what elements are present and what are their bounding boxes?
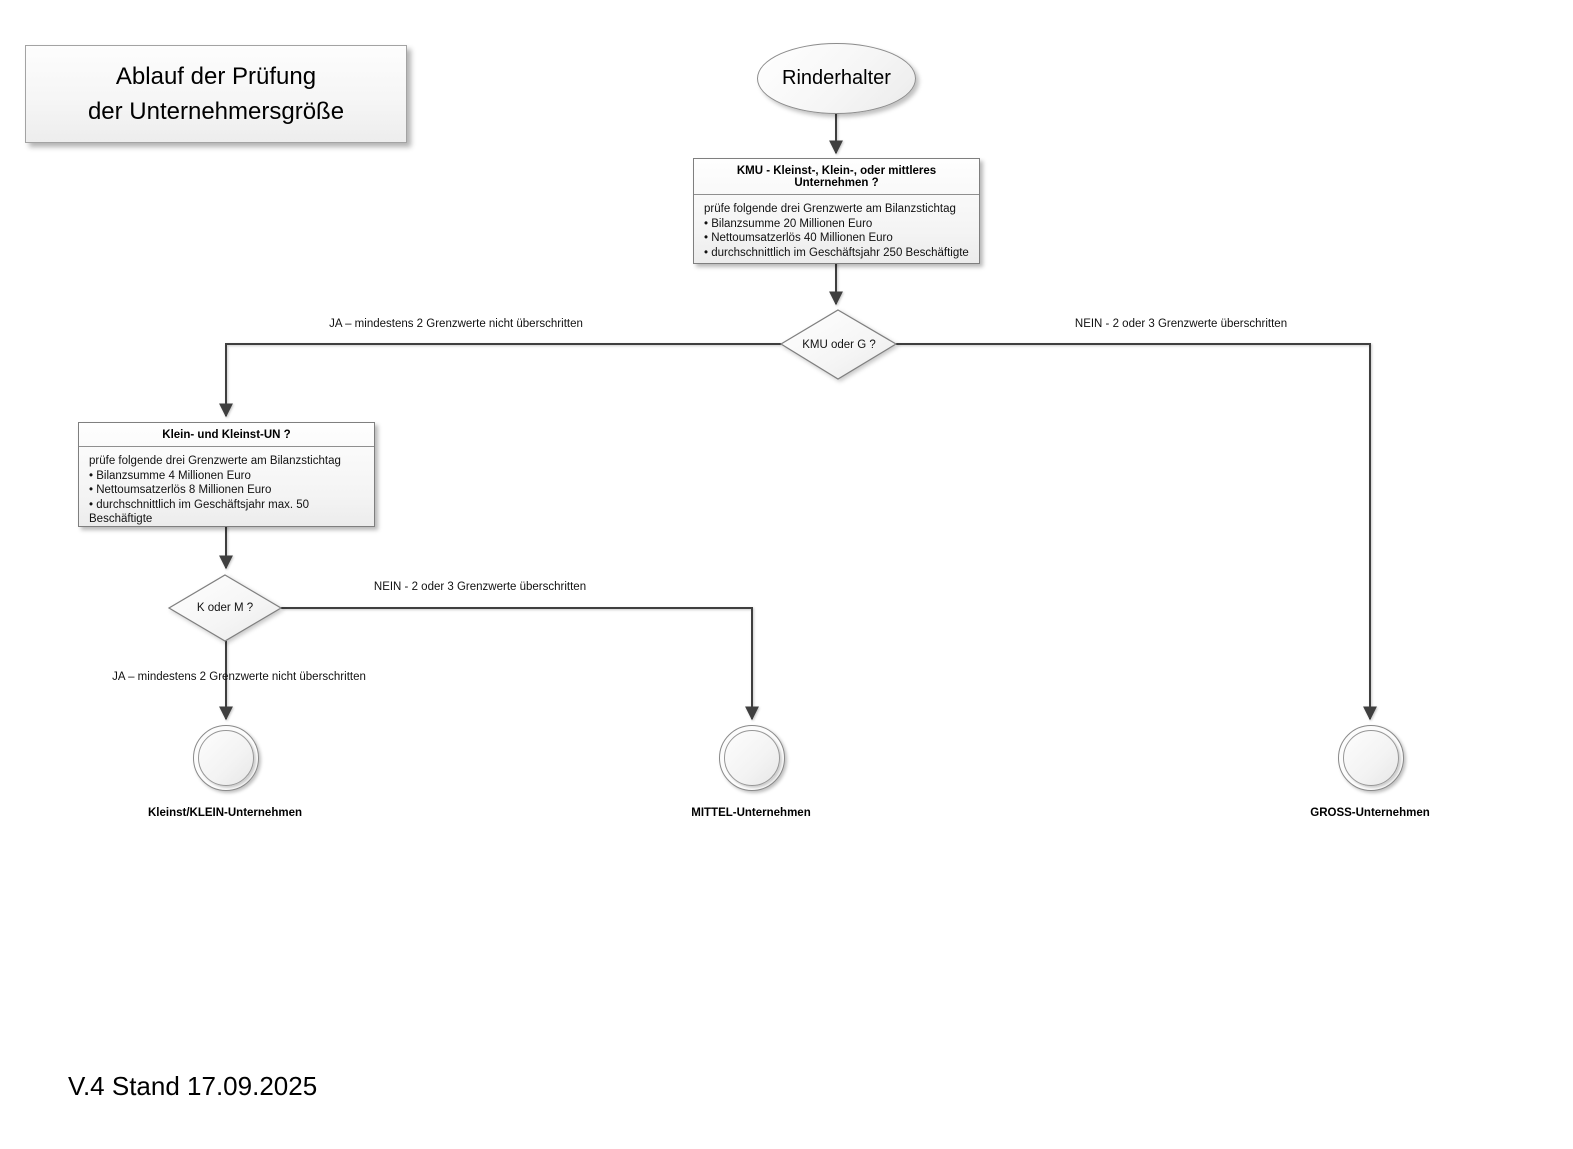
decision-kmu-oder-g: KMU oder G ?	[774, 304, 904, 386]
diamond-shape	[779, 309, 898, 380]
end-label-gross: GROSS-Unternehmen	[1310, 807, 1430, 819]
end-node-mittel	[719, 725, 785, 791]
end-node-inner-circle	[724, 730, 780, 786]
decision-km-label: K oder M ?	[196, 602, 254, 614]
end-label-mittel: MITTEL-Unternehmen	[691, 807, 811, 819]
connector-kmu-nein-to-gross	[896, 343, 1377, 721]
edge-label-kmu-nein: NEIN - 2 oder 3 Grenzwerte überschritten	[1074, 318, 1288, 330]
klein-box-header: Klein- und Kleinst-UN ?	[79, 423, 374, 447]
end-node-kleinst-klein	[193, 725, 259, 791]
kmu-box-body: prüfe folgende drei Grenzwerte am Bilanz…	[694, 195, 979, 266]
klein-box-intro: prüfe folgende drei Grenzwerte am Bilanz…	[89, 455, 341, 467]
diagram-title-box: Ablauf der Prüfung der Unternehmersgröße	[25, 45, 407, 143]
kmu-box-header: KMU - Kleinst-, Klein-, oder mittleres U…	[694, 159, 979, 195]
diagram-title-line1: Ablauf der Prüfung	[115, 63, 317, 90]
version-note: V.4 Stand 17.09.2025	[68, 1071, 318, 1101]
kmu-box-bullet: • Bilanzsumme 20 Millionen Euro	[704, 217, 873, 230]
connector-kmu-ja-to-klein-box	[219, 343, 781, 418]
decision-kmu-label: KMU oder G ?	[802, 339, 876, 351]
start-node-label: Rinderhalter	[782, 67, 891, 89]
end-label-kleinst-klein: Kleinst/KLEIN-Unternehmen	[148, 807, 302, 819]
process-box-kmu: KMU - Kleinst-, Klein-, oder mittleres U…	[693, 158, 980, 264]
diamond-shape	[167, 574, 283, 642]
kmu-box-bullet: • durchschnittlich im Geschäftsjahr 250 …	[704, 246, 969, 259]
edge-label-kmu-ja: JA – mindestens 2 Grenzwerte nicht übers…	[329, 318, 583, 330]
kmu-box-bullet: • Nettoumsatzerlös 40 Millionen Euro	[704, 232, 893, 244]
kmu-box-intro: prüfe folgende drei Grenzwerte am Bilanz…	[704, 203, 956, 215]
process-box-klein: Klein- und Kleinst-UN ? prüfe folgende d…	[78, 422, 375, 527]
end-node-inner-circle	[198, 730, 254, 786]
klein-box-bullet: • durchschnittlich im Geschäftsjahr max.…	[89, 498, 310, 526]
klein-box-bullet: • Bilanzsumme 4 Millionen Euro	[89, 469, 251, 482]
decision-k-oder-m: K oder M ?	[162, 569, 288, 647]
end-node-gross	[1338, 725, 1404, 791]
start-node: Rinderhalter	[757, 43, 916, 114]
connector-km-nein-to-mittel	[281, 607, 759, 721]
klein-box-body: prüfe folgende drei Grenzwerte am Bilanz…	[79, 447, 374, 533]
edge-label-km-nein: NEIN - 2 oder 3 Grenzwerte überschritten	[373, 581, 587, 593]
edge-label-km-ja: JA – mindestens 2 Grenzwerte nicht übers…	[112, 671, 366, 683]
klein-box-bullet: • Nettoumsatzerlös 8 Millionen Euro	[89, 484, 272, 496]
diagram-title-line2: der Unternehmersgröße	[87, 98, 345, 125]
end-node-inner-circle	[1343, 730, 1399, 786]
